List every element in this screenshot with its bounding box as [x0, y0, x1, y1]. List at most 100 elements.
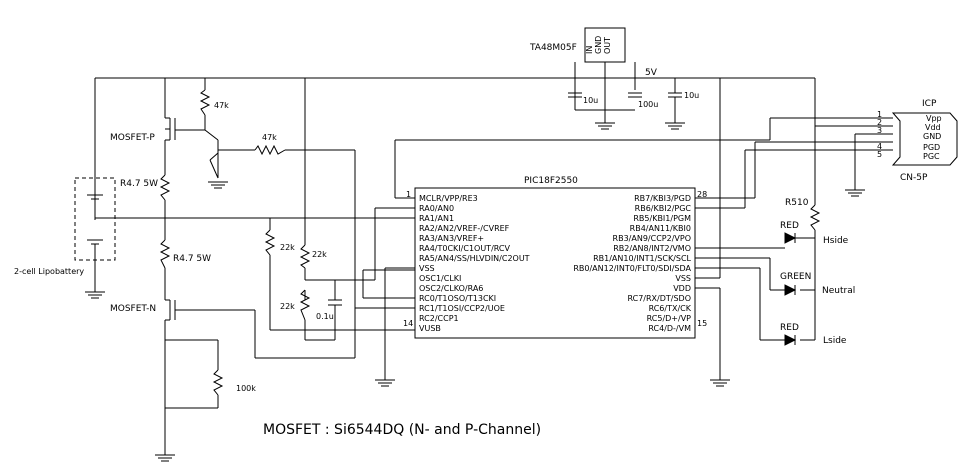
- capacitor-10u-b: [668, 78, 682, 110]
- icp-num-2: 2: [877, 118, 882, 127]
- icp-sig-pgd: PGD: [923, 143, 940, 152]
- resistor-47k-horizontal: [254, 144, 286, 156]
- mcu-right-pin-label: RC5/D+/VP: [647, 314, 692, 323]
- mcu-right-pin-label: RC4/D-/VM: [648, 324, 691, 333]
- mcu-right-pin-label: RB1/AN10/INT1/SCK/SCL: [593, 254, 691, 263]
- power-stage: 47k 47k MOSFET-P R4.7 5W R4.7 5W: [14, 89, 342, 396]
- mcu-right-pin-label: RB3/AN9/CCP2/VPO: [613, 234, 691, 243]
- mcu-left-pin-label: VSS: [419, 264, 435, 273]
- r-top-label: R4.7 5W: [120, 179, 158, 189]
- icp-title: ICP: [922, 99, 937, 109]
- r-22k-b-label: 22k: [312, 250, 327, 259]
- ground-icon: [710, 379, 730, 387]
- icp-body: [891, 112, 958, 166]
- icp-num-3: 3: [877, 126, 882, 135]
- resistor-47k-vertical: [199, 89, 211, 116]
- mcu-right-pin-label: RB5/KBI1/PGM: [633, 214, 691, 223]
- mcu-pin1: 1: [406, 190, 411, 199]
- mcu-left-pin-label: RC1/T1OSI/CCP2/UOE: [419, 304, 505, 313]
- icp-sig-pgc: PGC: [923, 152, 940, 161]
- mcu-right-pin-label: VDD: [673, 284, 691, 293]
- regulator-name: TA48M05F: [529, 43, 577, 53]
- led-0-label: Hside: [823, 236, 849, 246]
- capacitor-0-1u: [328, 299, 342, 306]
- cap-01u-label: 0.1u: [316, 312, 334, 321]
- capacitor-10u-a: [568, 92, 582, 98]
- led-red-lside-icon: [784, 334, 797, 346]
- mcu-pin28: 28: [697, 190, 707, 199]
- icp-sig-vpp: Vpp: [926, 114, 942, 123]
- caption: MOSFET : Si6544DQ (N- and P-Channel): [263, 422, 541, 438]
- cap-10u-b-label: 10u: [684, 91, 699, 100]
- mcu-left-pin-label: RA5/AN4/SS/HLVDIN/C2OUT: [419, 254, 530, 263]
- ground-symbols: [85, 110, 865, 462]
- r-100k-label: 100k: [236, 384, 256, 393]
- led-2-color: RED: [780, 323, 799, 333]
- mcu-left-pin-label: RC2/CCP1: [419, 314, 459, 323]
- ground-icon: [85, 265, 105, 299]
- mosfet-n-symbol: [165, 299, 185, 321]
- regulator-pin-in: IN: [585, 46, 594, 54]
- resistor-100k: [212, 369, 224, 396]
- battery-cells: [87, 194, 103, 265]
- mcu-left-pin-label: OSC1/CLKI: [419, 274, 461, 283]
- led-2-label: Lside: [823, 336, 847, 346]
- ground-icon: [665, 110, 685, 130]
- cap-10u-a-label: 10u: [583, 96, 598, 105]
- battery-label: 2-cell Lipobattery: [14, 267, 84, 276]
- resistor-22k-c: [299, 289, 311, 321]
- mcu-left-pin-label: RA0/AN0: [419, 204, 454, 213]
- r-47k-a-label: 47k: [214, 101, 229, 110]
- mcu-left-pin-label: RA4/T0CKI/C1OUT/RCV: [419, 244, 511, 253]
- ground-icon: [845, 189, 865, 197]
- regulator-pin-out: OUT: [603, 37, 612, 54]
- r-bottom-label: R4.7 5W: [173, 254, 211, 264]
- mcu-right-pin-label: RC6/TX/CK: [649, 304, 692, 313]
- led-1-label: Neutral: [822, 286, 855, 296]
- mcu-left-pin-label: OSC2/CLKO/RA6: [419, 284, 483, 293]
- mcu-right-pin-label: RB0/AN12/INT0/FLT0/SDI/SDA: [573, 264, 691, 273]
- ground-icon: [375, 379, 395, 387]
- mcu-right-pin-label: RB2/AN8/INT2/VMO: [613, 244, 691, 253]
- mcu-right-pin-label: RB7/KBI3/PGD: [634, 194, 691, 203]
- led-1-color: GREEN: [780, 272, 811, 282]
- icp-sig-gnd: GND: [923, 132, 941, 141]
- mcu-left-pin-label: VUSB: [419, 324, 441, 333]
- mcu-body: [414, 187, 696, 339]
- npn-transistor: [209, 140, 228, 179]
- r510-label: R510: [785, 198, 809, 208]
- r-22k-c-label: 22k: [280, 302, 295, 311]
- mcu-right-pin-label: VSS: [675, 274, 691, 283]
- mcu-left-pin-label: RA2/AN2/VREF-/CVREF: [419, 224, 510, 233]
- led-red-hside-icon: [784, 232, 800, 244]
- icp-connector: ICP 1 2 3 4 5 Vpp Vdd GND PGD PGC CN-5P: [877, 99, 958, 183]
- icp-sig-vdd: Vdd: [925, 123, 941, 132]
- led-indicators: R510 RED Hside GREEN Neutral RED Lside: [780, 198, 855, 346]
- mosfet-n-label: MOSFET-N: [110, 304, 156, 314]
- icp-num-1: 1: [877, 110, 882, 119]
- mcu: PIC18F2550 1 28 14 15 MCLR/VPP/RE3RA0/AN…: [403, 176, 707, 339]
- mosfet-p-label: MOSFET-P: [110, 133, 155, 143]
- mcu-right-pins: RB7/KBI3/PGDRB6/KBI2/PGCRB5/KBI1/PGMRB4/…: [573, 194, 691, 333]
- r-22k-a-label: 22k: [280, 243, 295, 252]
- mcu-pin14: 14: [403, 319, 413, 328]
- resistor-r4-7-bottom: [159, 239, 171, 269]
- mcu-right-pin-label: RC7/RX/DT/SDO: [627, 294, 691, 303]
- mcu-right-pin-label: RB4/AN11/KBI0: [630, 224, 691, 233]
- mcu-right-pin-label: RB6/KBI2/PGC: [635, 204, 692, 213]
- cap-100u-label: 100u: [638, 100, 658, 109]
- led-green-neutral-icon: [784, 284, 797, 296]
- regulator: TA48M05F IN GND OUT 5V 10u 100u 10u: [529, 27, 699, 110]
- resistor-r510: [809, 204, 821, 231]
- icp-num-4: 4: [877, 142, 882, 151]
- capacitor-100u: [628, 92, 642, 98]
- regulator-pin-gnd: GND: [594, 36, 603, 54]
- rail-5v-label: 5V: [645, 68, 658, 78]
- mcu-left-pin-label: MCLR/VPP/RE3: [419, 194, 478, 203]
- resistor-r4-7-top: [159, 174, 171, 201]
- mcu-left-pin-label: RC0/T1OSO/T13CKI: [419, 294, 496, 303]
- mcu-pin15: 15: [697, 319, 707, 328]
- wires: [94, 62, 893, 455]
- mcu-left-pin-label: RA3/AN3/VREF+: [419, 234, 484, 243]
